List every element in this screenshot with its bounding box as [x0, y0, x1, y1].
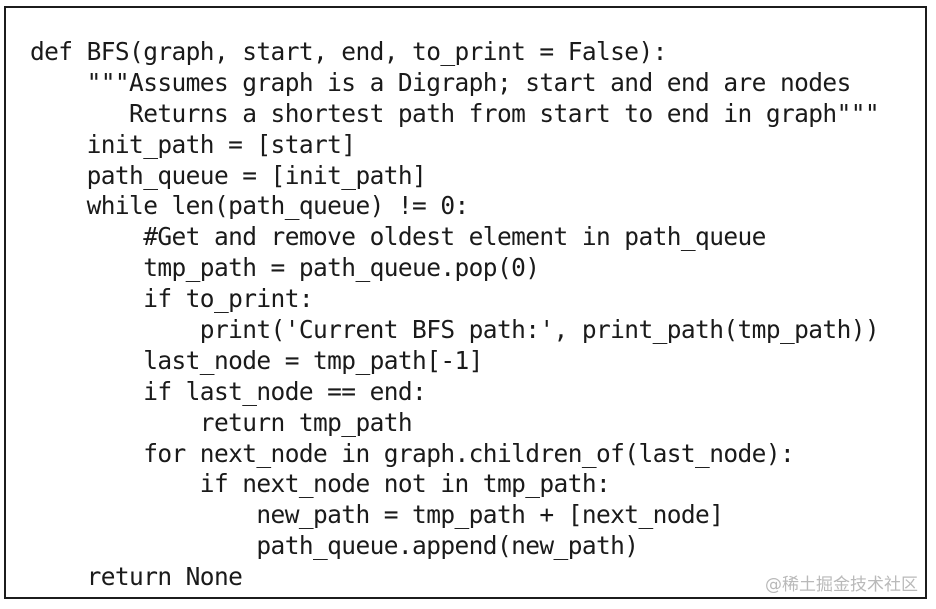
code-line: for next_node in graph.children_of(last_…	[30, 438, 795, 468]
code-line: print('Current BFS path:', print_path(tm…	[30, 315, 880, 345]
code-line: path_queue = [init_path]	[30, 160, 427, 190]
code-line: return None	[30, 562, 243, 592]
code-line: if next_node not in tmp_path:	[30, 469, 611, 499]
code-line: while len(path_queue) != 0:	[30, 191, 470, 221]
code-line: tmp_path = path_queue.pop(0)	[30, 253, 540, 283]
watermark: @稀土掘金技术社区	[765, 575, 918, 595]
code-line: """Assumes graph is a Digraph; start and…	[30, 67, 852, 97]
code-frame: def BFS(graph, start, end, to_print = Fa…	[4, 6, 927, 599]
code-line: init_path = [start]	[30, 129, 356, 159]
code-block: def BFS(graph, start, end, to_print = Fa…	[30, 37, 880, 593]
code-line: Returns a shortest path from start to en…	[30, 98, 880, 128]
code-line: if last_node == end:	[30, 376, 427, 406]
code-line: def BFS(graph, start, end, to_print = Fa…	[30, 37, 667, 66]
code-line: if to_print:	[30, 284, 314, 314]
code-line: last_node = tmp_path[-1]	[30, 345, 483, 375]
code-line: new_path = tmp_path + [next_node]	[30, 500, 724, 530]
code-line: return tmp_path	[30, 407, 413, 437]
code-line: #Get and remove oldest element in path_q…	[30, 222, 766, 252]
code-line: path_queue.append(new_path)	[30, 531, 639, 561]
